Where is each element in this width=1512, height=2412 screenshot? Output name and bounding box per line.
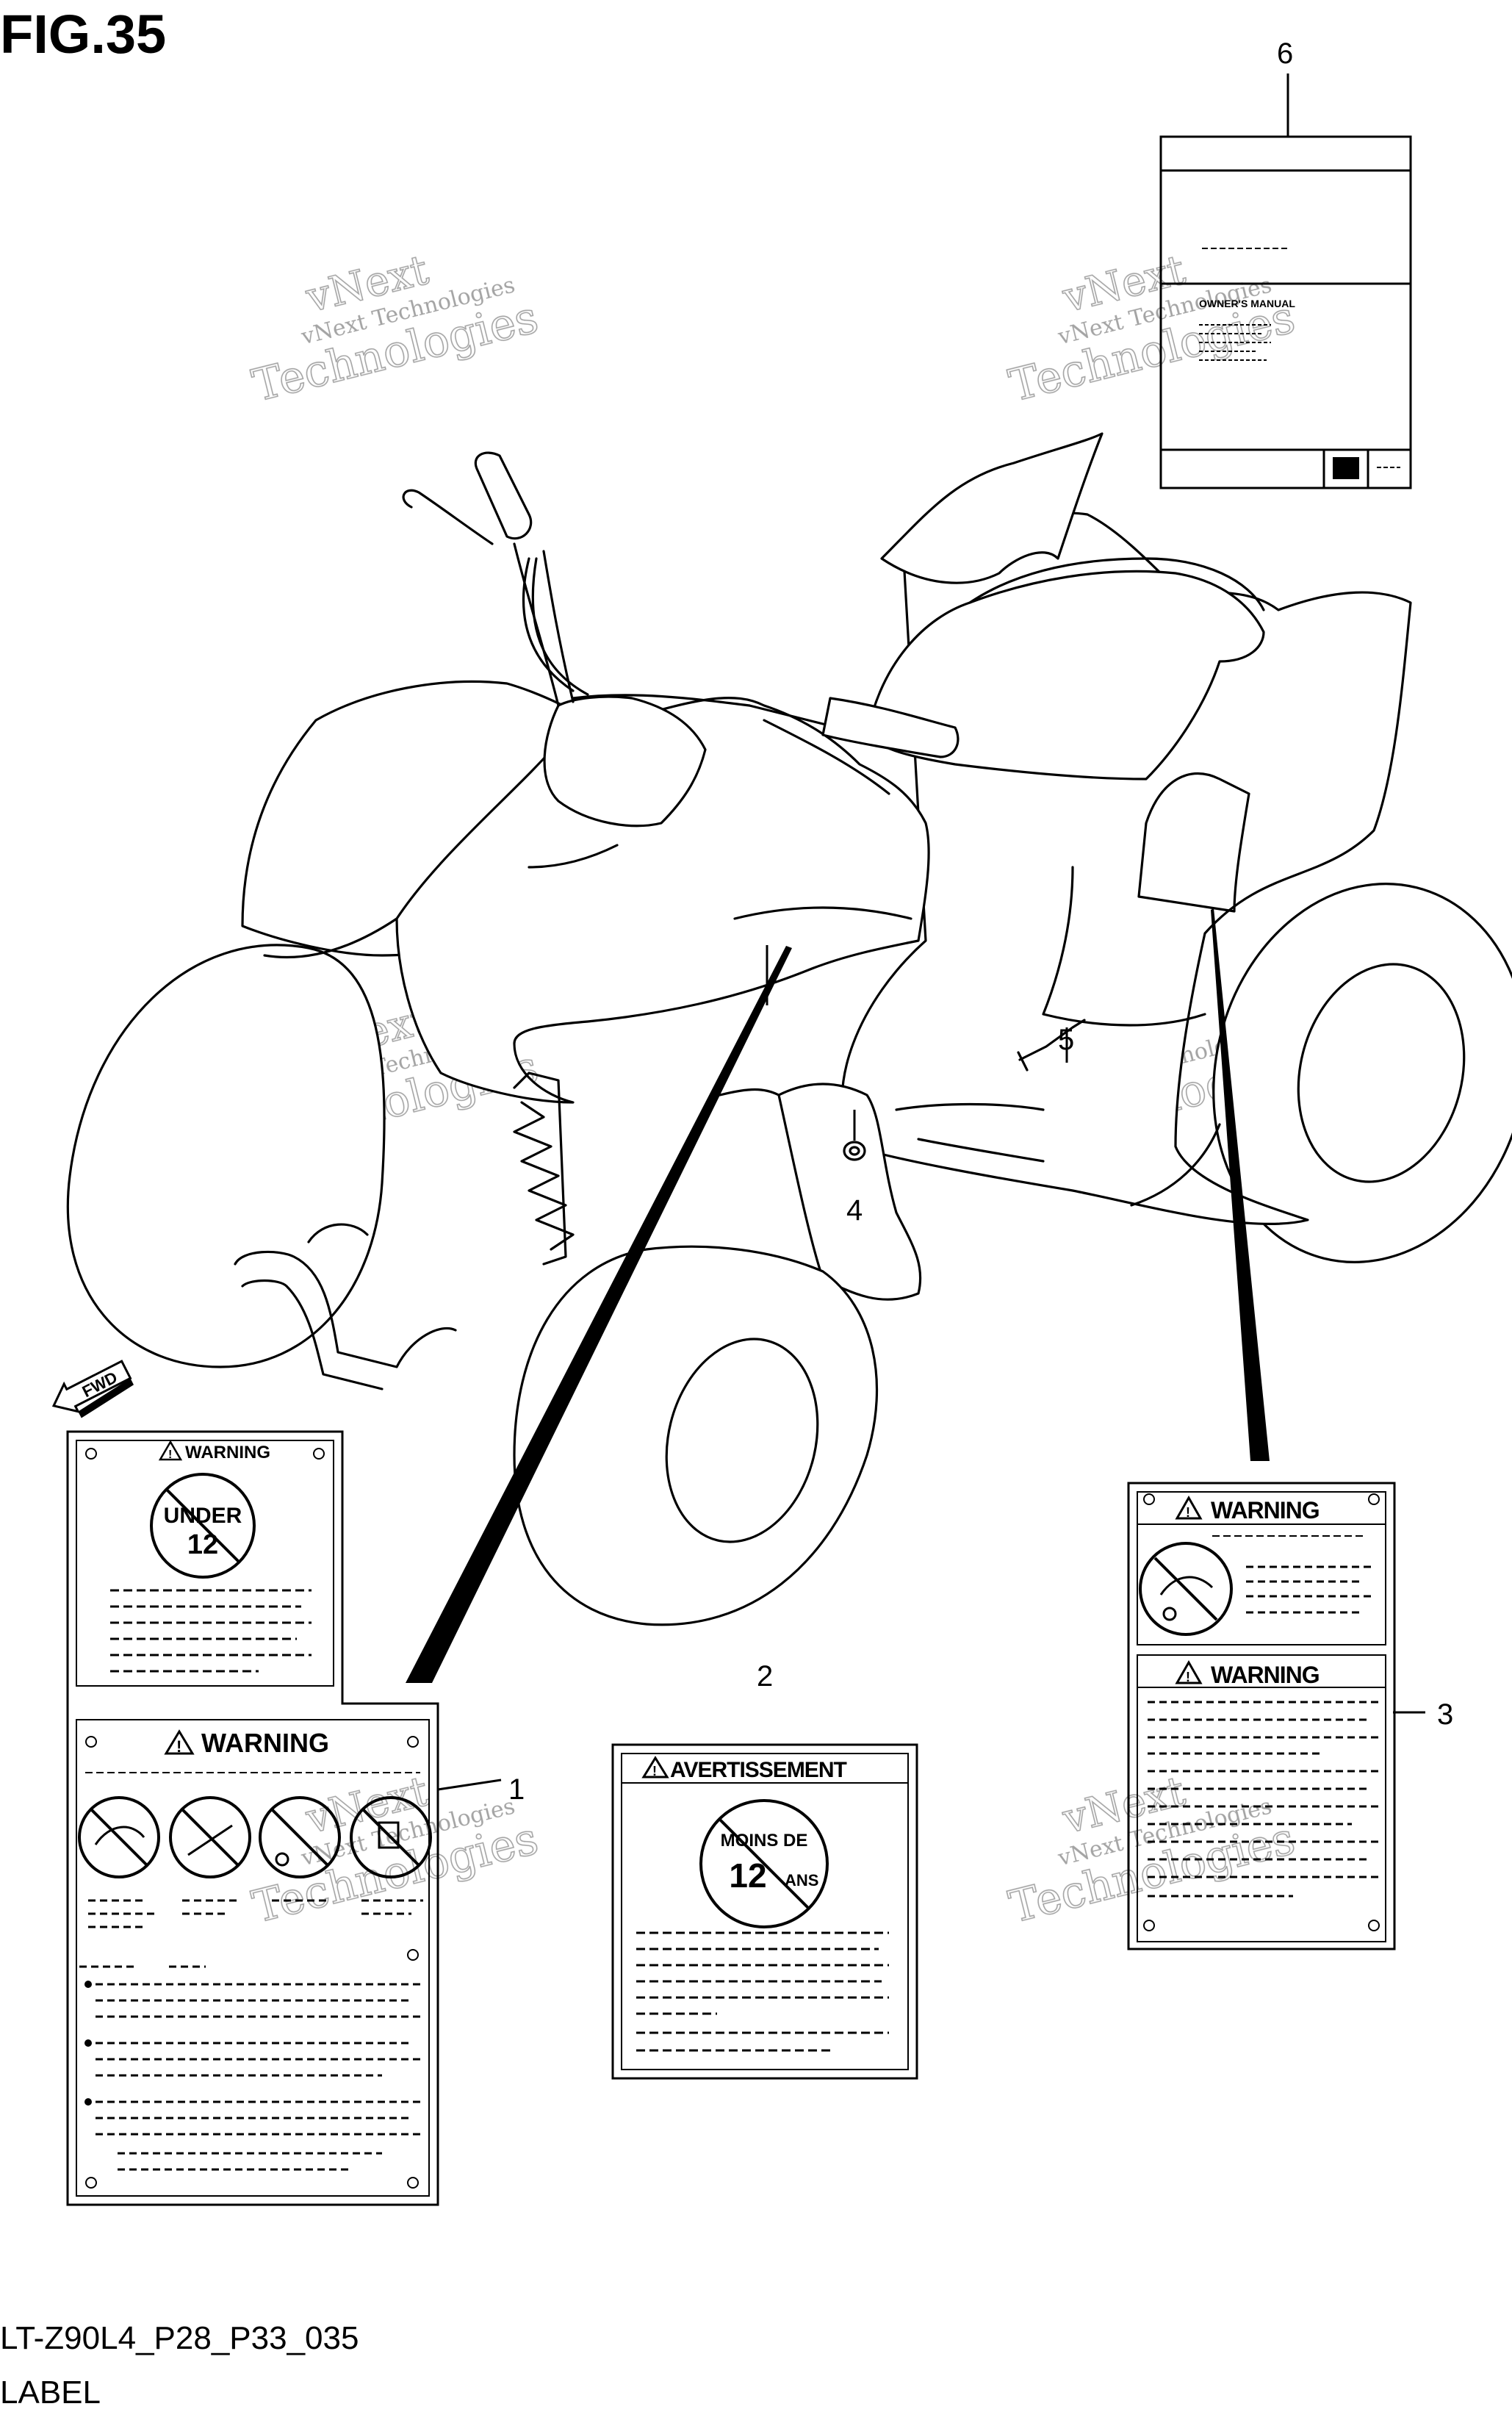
front-right-wheel-hub [665, 1338, 819, 1543]
part-4-washer-inner [849, 1146, 860, 1156]
headlight-cowl [543, 695, 707, 828]
leader-wedge-label-1 [406, 946, 792, 1683]
front-bumper [241, 1279, 384, 1390]
callout-lines [437, 73, 1425, 1791]
side-panel-lower [777, 1083, 922, 1301]
rear-right-wheel-hub [1297, 963, 1466, 1183]
callout-1: 1 [508, 1773, 525, 1806]
figure-caption: LABEL [0, 2375, 101, 2411]
side-panel [733, 906, 912, 920]
no-alcohol-icon [259, 1796, 341, 1878]
front-right-wheel [513, 1245, 879, 1626]
label-2-badge-ans: ANS [785, 1871, 818, 1889]
part-5-screw-head [1017, 1051, 1029, 1072]
part-5-screw [1018, 1019, 1086, 1061]
right-brake-lever [763, 719, 890, 795]
label-3-upper-heading: WARNING [1211, 1497, 1320, 1523]
part-4-washer [843, 1141, 866, 1161]
callout-4: 4 [846, 1194, 863, 1227]
frame-line [917, 1138, 1045, 1163]
figure-title: FIG.35 [0, 4, 166, 65]
rear-body-line [1130, 1123, 1221, 1207]
warning-triangle-icon: ! [158, 1440, 183, 1461]
handlebar-crossbar [572, 694, 751, 707]
shock-body [513, 1072, 567, 1266]
label-1-under-number: 12 [187, 1529, 218, 1560]
label-2-badge-number: 12 [729, 1856, 766, 1895]
cable [531, 557, 589, 696]
svg-text:!: ! [176, 1737, 181, 1756]
label-2-outline [611, 1743, 918, 2080]
watermark: vNext Technologies vNext Technologies [247, 245, 544, 413]
svg-text:!: ! [1186, 1505, 1190, 1520]
frame-line [719, 1088, 780, 1096]
label-1-lower-heading: WARNING [201, 1728, 329, 1758]
svg-text:!: ! [652, 1764, 657, 1779]
callout-2: 2 [757, 1660, 773, 1693]
warning-triangle-icon: ! [164, 1729, 195, 1756]
figure-code: LT-Z90L4_P28_P33_035 [0, 2320, 359, 2356]
no-wheelie-icon [350, 1796, 432, 1878]
callout-6: 6 [1277, 37, 1293, 70]
warning-label-3: ! WARNING ! WARNING [1127, 1482, 1396, 1950]
label-1-outline [66, 1430, 439, 2206]
svg-text:!: ! [1186, 1670, 1190, 1684]
label-1-upper-heading: WARNING [185, 1443, 270, 1462]
fwd-arrow: FWD [51, 1360, 134, 1418]
front-bumper [234, 1250, 457, 1368]
watermark: vNext Technologies vNext Technologies [1004, 245, 1300, 413]
svg-text:!: ! [168, 1449, 172, 1461]
fwd-arrow-shape [51, 1360, 132, 1413]
shock-spring [513, 1101, 575, 1251]
avertissement-label-2: ! AVERTISSEMENT MOINS DE 12 ANS [611, 1743, 918, 2080]
label-3-outline [1127, 1482, 1396, 1950]
fwd-arrow-shadow [78, 1378, 134, 1418]
right-grip [821, 697, 960, 758]
callout-5: 5 [1058, 1024, 1074, 1056]
warning-triangle-icon: ! [1175, 1495, 1203, 1520]
cowl-detail [528, 844, 619, 869]
under-12-badge-icon [699, 1799, 829, 1928]
label-2-badge-line1: MOINS DE [721, 1831, 808, 1851]
rear-body-line [1042, 866, 1206, 1027]
front-fender-edge [263, 917, 398, 959]
no-road-icon [169, 1796, 251, 1878]
rear-fender-top [880, 432, 1104, 584]
label-1-under-text: UNDER [164, 1504, 242, 1528]
suzuki-logo-icon: S [1333, 457, 1359, 479]
warning-triangle-icon: ! [641, 1756, 669, 1779]
under-12-icon [150, 1473, 256, 1579]
no-passenger-icon [78, 1796, 160, 1878]
seat-line [968, 557, 1265, 611]
warning-triangle-icon: ! [1175, 1659, 1203, 1684]
owners-manual-label: S [1159, 135, 1412, 489]
manual-outline [1159, 135, 1412, 489]
callout-3: 3 [1437, 1698, 1453, 1731]
warning-label-1: ! WARNING UNDER 12 ! WARNING [66, 1430, 439, 2206]
rear-panel [1137, 772, 1250, 913]
leader-wedges [406, 908, 1270, 1683]
front-left-wheel [66, 944, 386, 1368]
atv-illustration [66, 432, 1512, 1626]
leader-wedge-label-3 [1211, 908, 1270, 1461]
label-3-lower-heading: WARNING [1211, 1662, 1320, 1688]
svg-text:S: S [1338, 459, 1350, 479]
callout-numbers: 6 2 1 3 4 5 [508, 37, 1453, 1806]
watermark: vNext Technologies vNext Technologies [1004, 1767, 1300, 1934]
footrest [895, 1102, 1045, 1111]
manual-title: OWNER'S MANUAL [1199, 298, 1295, 309]
no-passenger-icon [1139, 1542, 1233, 1636]
cable [522, 557, 575, 692]
left-brake-lever [402, 489, 494, 545]
label-2-heading: AVERTISSEMENT [670, 1758, 846, 1782]
left-grip [474, 451, 533, 540]
front-bumper [307, 1223, 369, 1243]
